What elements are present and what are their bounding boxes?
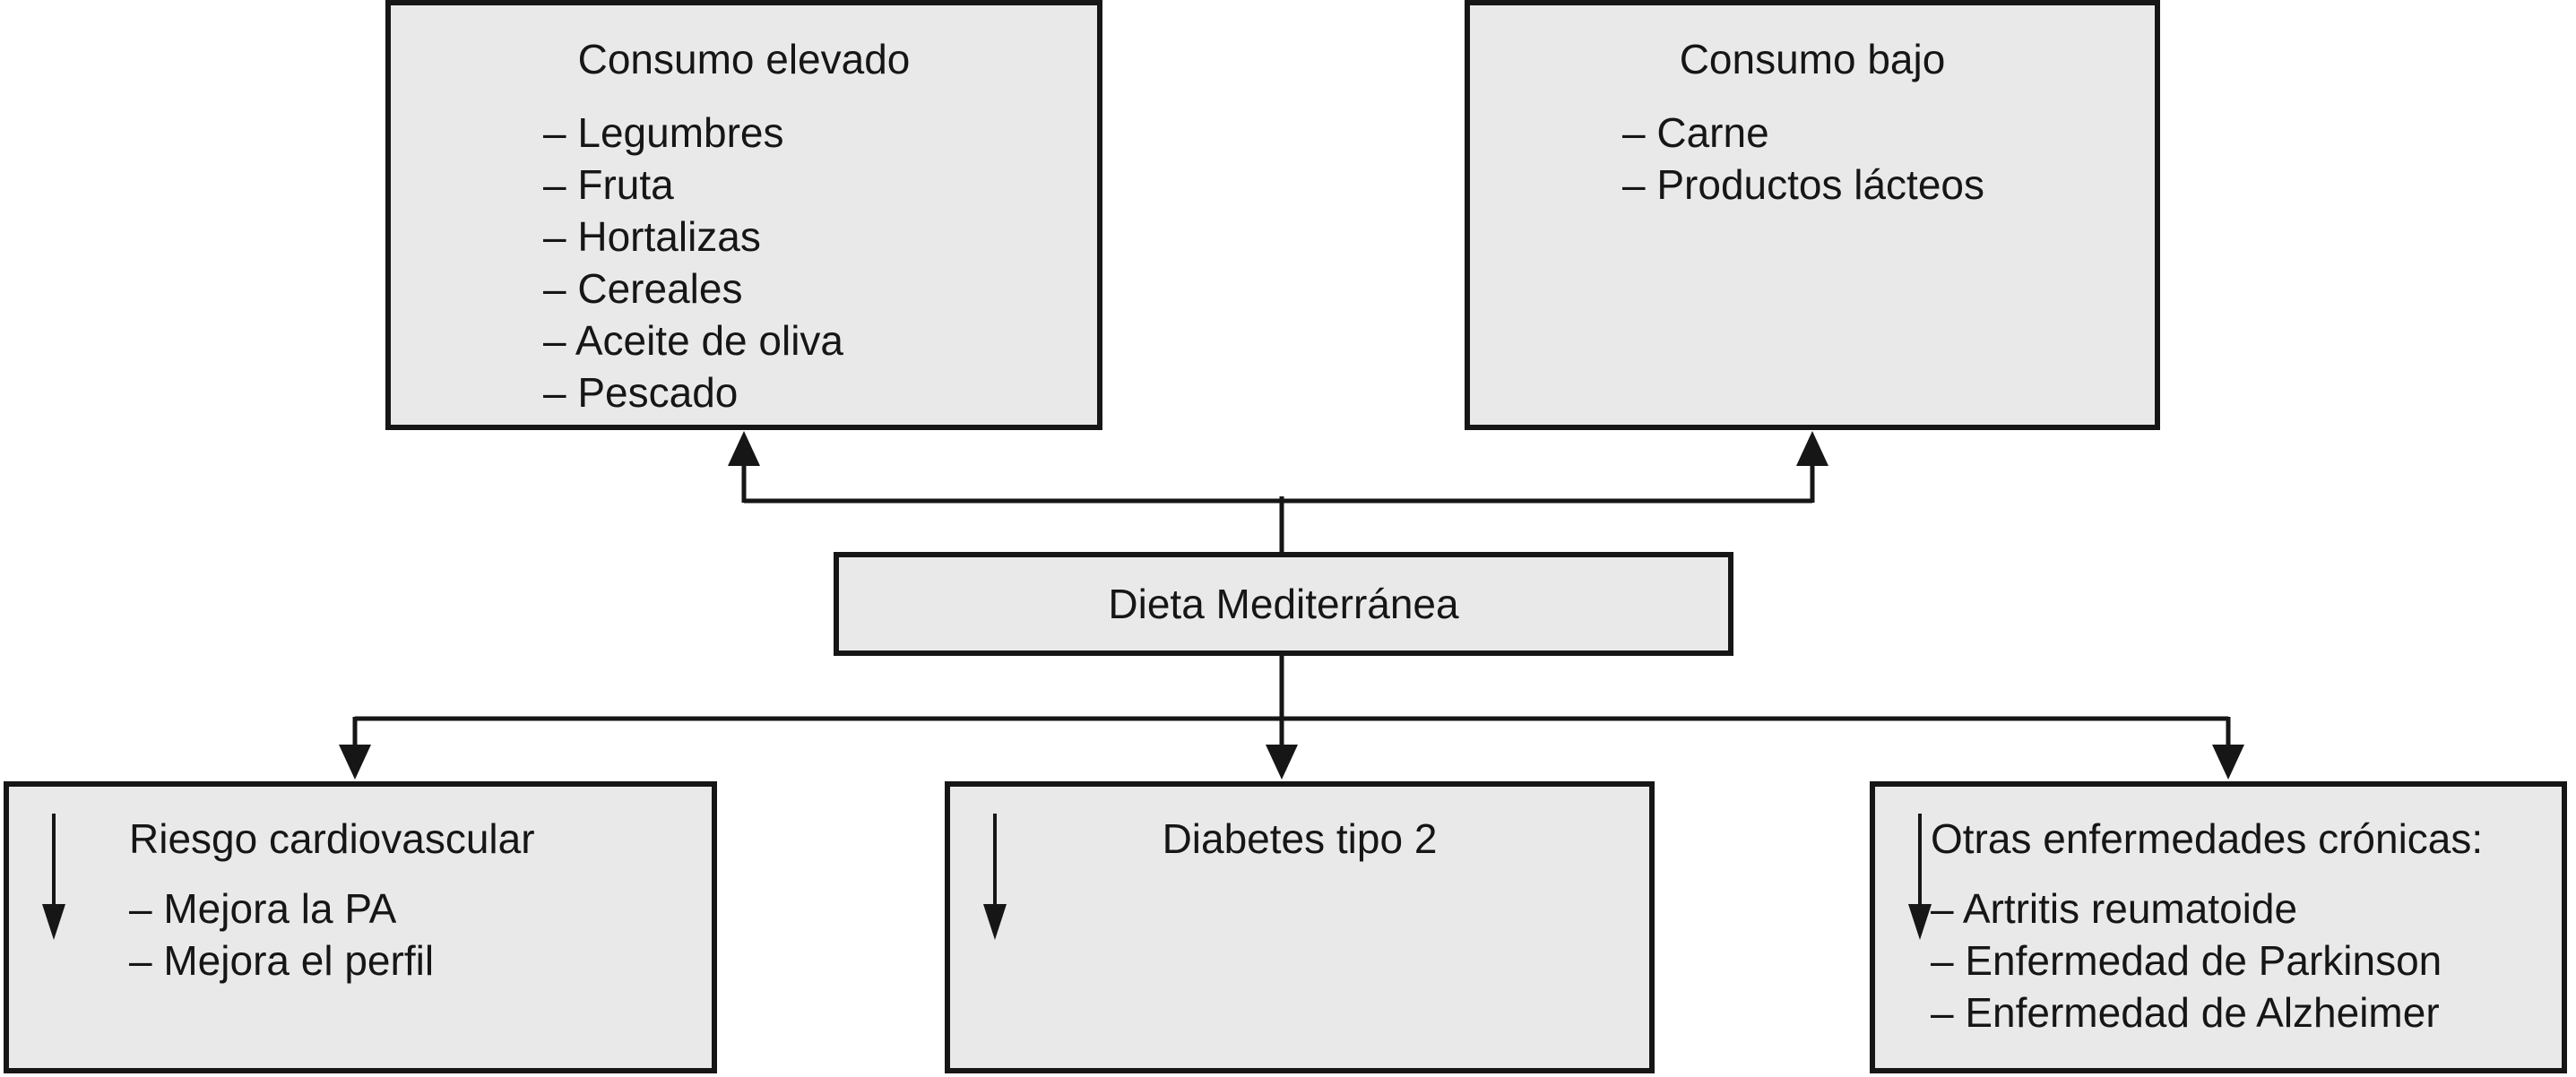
down-arrowhead-left — [339, 745, 371, 780]
box-otras-enfermedades: Otras enfermedades crónicas: – Artritis … — [1870, 781, 2567, 1073]
box-title: Otras enfermedades crónicas: — [1931, 815, 2484, 862]
box-item-list: – Mejora la PA – Mejora el perfil — [9, 885, 712, 984]
list-item: – Aceite de oliva — [543, 317, 844, 364]
list-item: – Pescado — [543, 369, 739, 416]
list-item: – Hortalizas — [543, 213, 761, 260]
box-item-list: – Carne – Productos lácteos — [1470, 109, 2155, 208]
list-item: – Artritis reumatoide — [1931, 885, 2298, 932]
box-title: Riesgo cardiovascular — [129, 815, 535, 862]
up-branch-connector — [741, 461, 1815, 552]
box-consumo-elevado: Consumo elevado – Legumbres – Fruta – Hort… — [385, 0, 1102, 430]
up-arrowhead-left — [728, 431, 760, 466]
list-item: – Enfermedad de Alzheimer — [1931, 989, 2440, 1036]
down-arrowhead-right — [2212, 745, 2244, 780]
list-item: – Carne — [1622, 109, 1769, 156]
box-title: Consumo elevado — [577, 36, 911, 82]
box-title: Diabetes tipo 2 — [1162, 815, 1438, 862]
box-diabetes-tipo-2: Diabetes tipo 2 — [945, 781, 1655, 1073]
down-arrow-icon — [983, 814, 1007, 940]
list-item: – Mejora la PA — [129, 885, 397, 932]
down-branch-connector — [352, 656, 2231, 749]
box-title: Dieta Mediterránea — [1108, 581, 1459, 627]
box-item-list: – Legumbres – Fruta – Hortalizas – Cereales… — [391, 109, 1097, 416]
down-arrow-icon — [42, 814, 65, 940]
box-item-list: – Artritis reumatoide – Enfermedad de Par… — [1875, 885, 2562, 1036]
list-item: – Enfermedad de Parkinson — [1931, 937, 2442, 984]
down-arrowhead-center — [1266, 745, 1298, 780]
box-consumo-bajo: Consumo bajo – Carne – Productos lácteos — [1465, 0, 2160, 430]
box-title: Consumo bajo — [1679, 36, 1946, 82]
down-arrow-icon — [1908, 814, 1932, 940]
list-item: – Legumbres — [543, 109, 784, 156]
list-item: – Productos lácteos — [1622, 161, 1985, 208]
box-dieta-mediterranea: Dieta Mediterránea — [834, 552, 1733, 656]
box-riesgo-cardiovascular: Riesgo cardiovascular – Mejora la PA– Me… — [4, 781, 717, 1073]
up-arrowhead-right — [1796, 431, 1828, 466]
list-item: – Cereales — [543, 265, 743, 312]
list-item: – Fruta — [543, 161, 674, 208]
list-item: – Mejora el perfil — [129, 937, 435, 984]
